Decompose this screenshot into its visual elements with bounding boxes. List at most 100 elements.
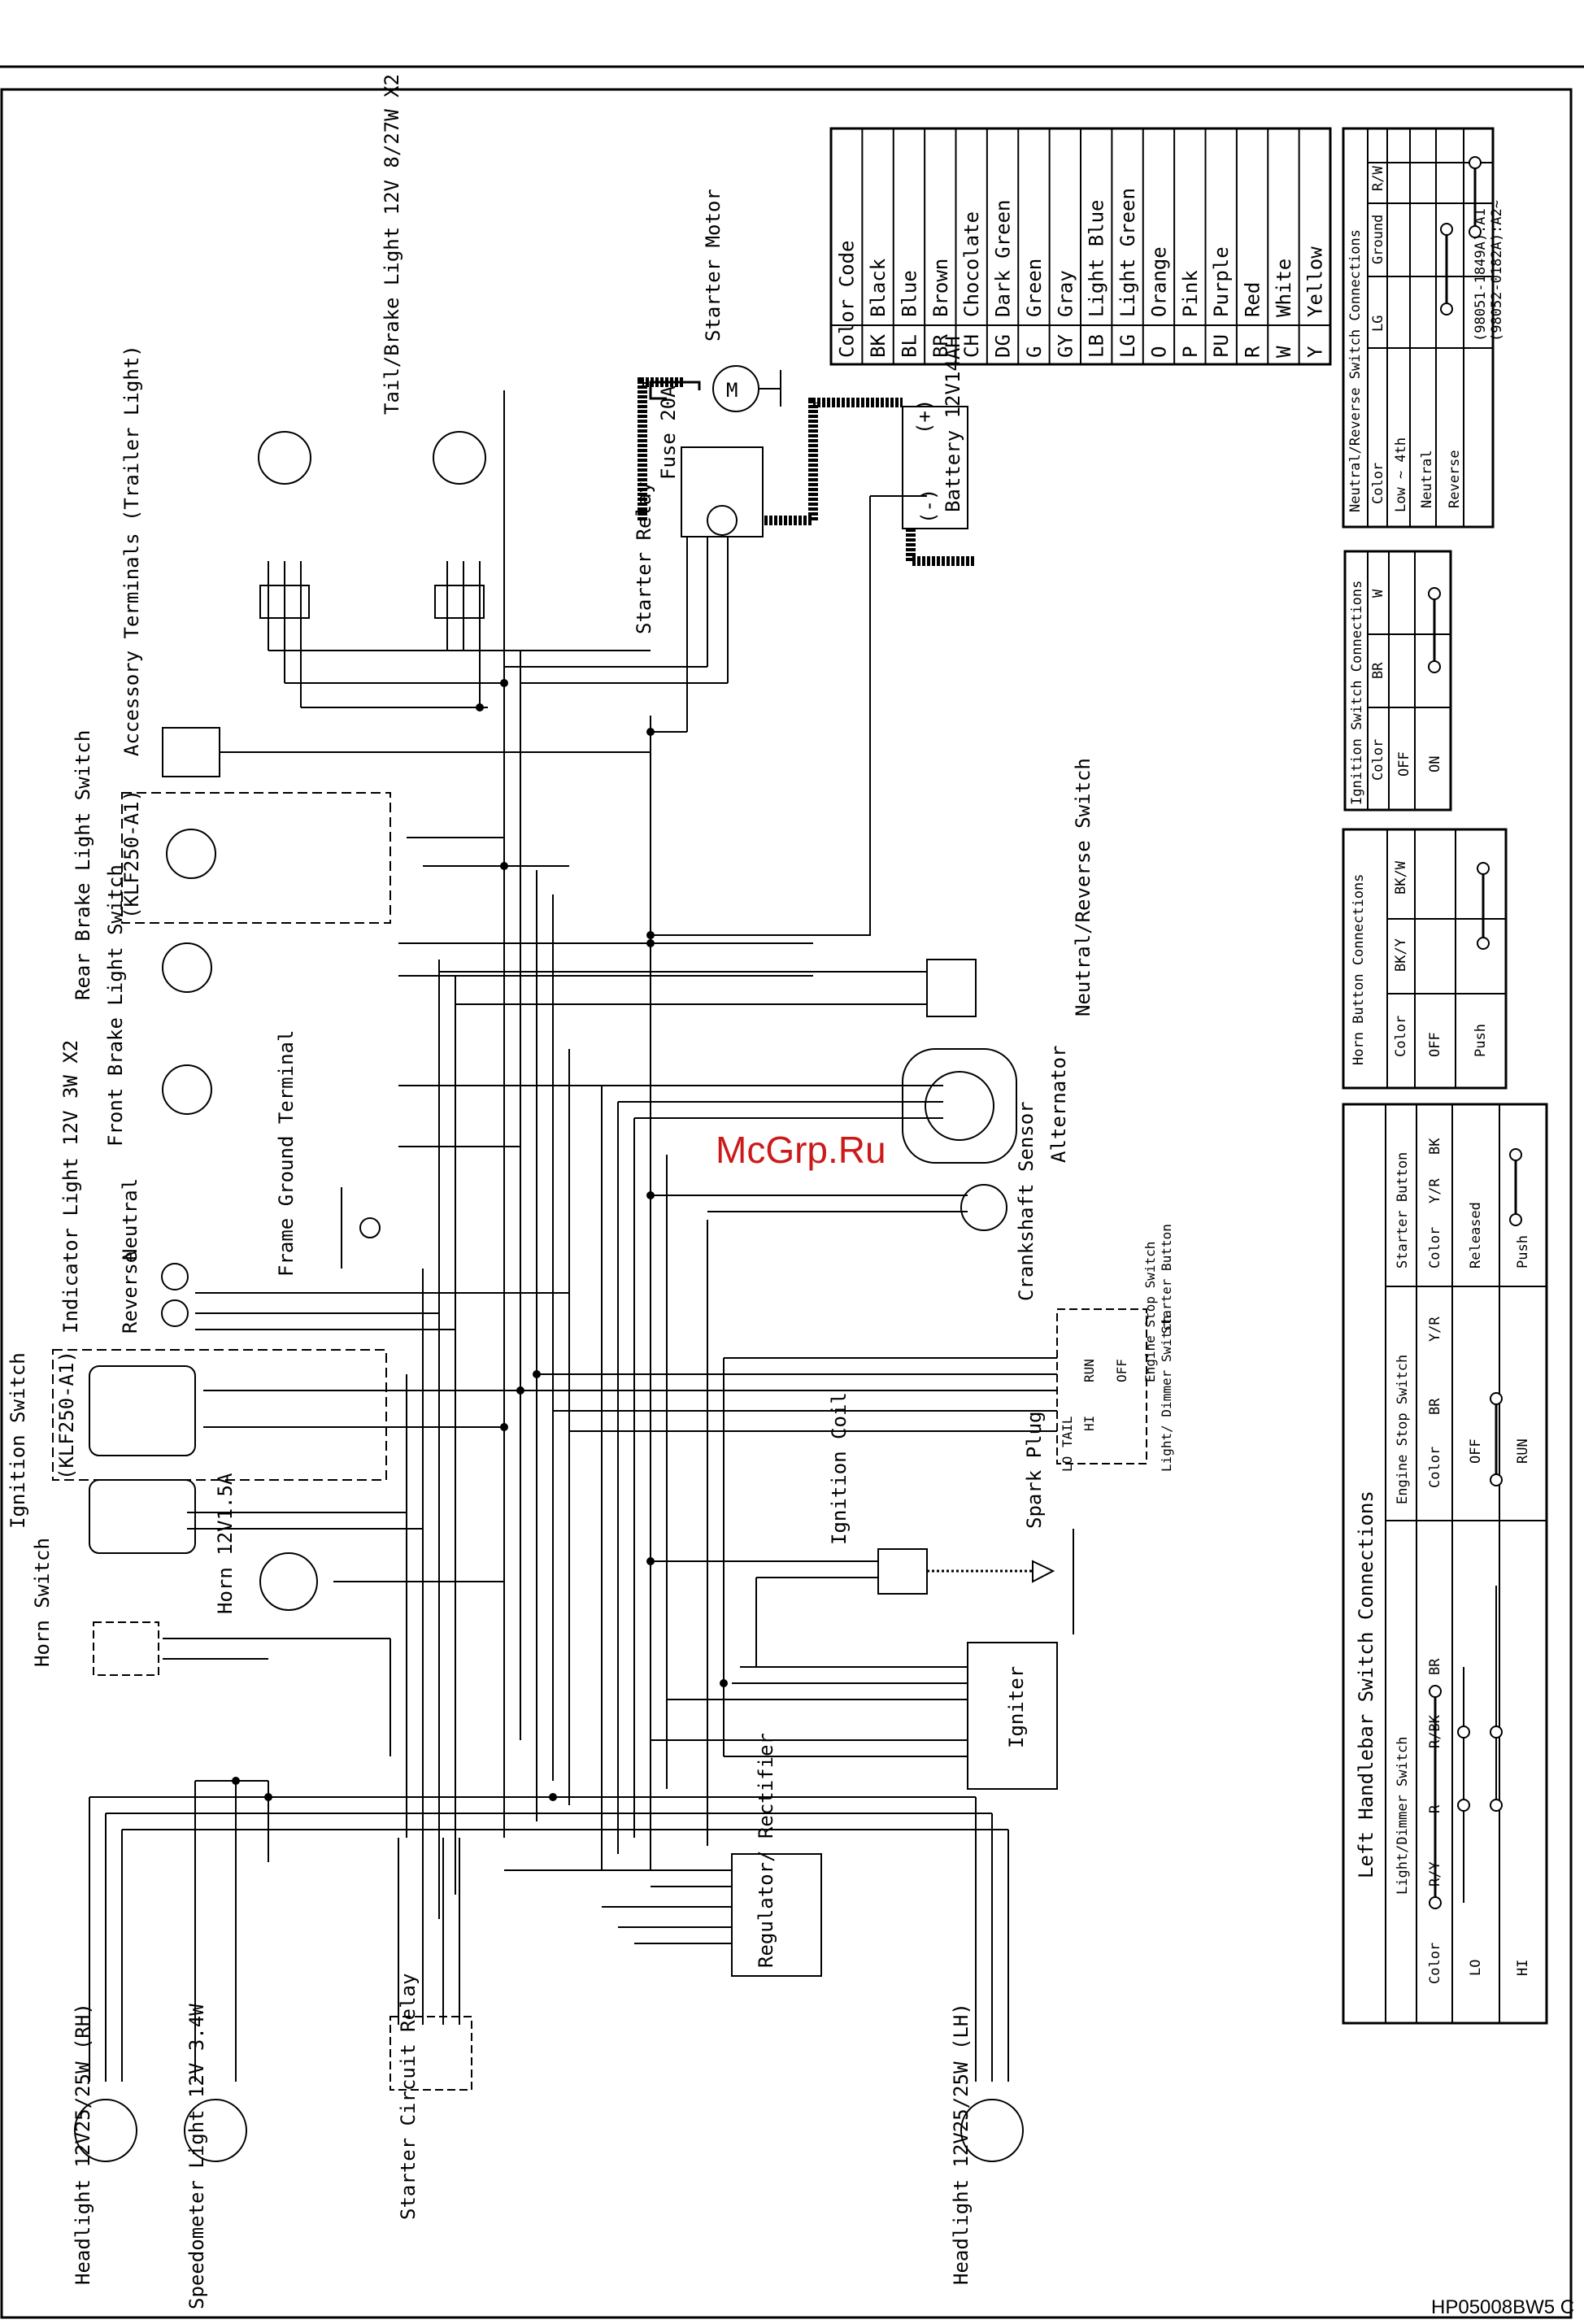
starter-circuit-relay: Starter Circuit Relay bbox=[389, 1974, 472, 2220]
ign-header-w: W bbox=[1370, 589, 1386, 598]
horn-switch-label: Horn Switch bbox=[31, 1538, 54, 1667]
front-brake-label: Front Brake Light Switch bbox=[104, 864, 127, 1147]
indicator-label: Indicator Light 12V 3W X2 bbox=[59, 1040, 82, 1334]
color-code-name: Brown bbox=[929, 259, 952, 317]
rear-brake-label: Rear Brake Light Switch bbox=[72, 730, 94, 1000]
color-code-abbr: GY bbox=[1054, 334, 1077, 358]
starter-button-label: Starter Button bbox=[1159, 1224, 1174, 1334]
lh-ld-row-hi: HI bbox=[1515, 1960, 1531, 1976]
horn-header-color: Color bbox=[1393, 1016, 1409, 1057]
ignition-switch: (KLF250-A1) Ignition Switch bbox=[7, 1349, 387, 1554]
color-code-name: Dark Green bbox=[992, 200, 1015, 318]
color-code-name: White bbox=[1273, 259, 1295, 317]
color-code-name: Light Blue bbox=[1086, 200, 1108, 318]
sw-off: OFF bbox=[1114, 1359, 1129, 1382]
power-cables bbox=[638, 377, 976, 566]
horn-button-table: Horn Button Connections Color BK/Y BK/W … bbox=[1342, 828, 1508, 1090]
engine-stop-label: Engine Stop Switch bbox=[1142, 1242, 1158, 1382]
color-code-abbr: R bbox=[1242, 346, 1264, 358]
motor-symbol: M bbox=[726, 379, 738, 402]
starter-motor-label: Starter Motor bbox=[702, 189, 725, 342]
rear-brake-switch: (KLF250-A1) Rear Brake Light Switch bbox=[72, 730, 391, 1000]
color-code-name: Chocolate bbox=[960, 211, 983, 317]
regulator-rectifier: Regulator/ Rectifier bbox=[731, 1733, 822, 1977]
lh-es-row-run: RUN bbox=[1515, 1438, 1531, 1464]
battery-label: Battery 12V14AH bbox=[942, 336, 964, 512]
rear-brake-klf: (KLF250-A1) bbox=[120, 790, 143, 919]
lh-table-title: Left Handlebar Switch Connections bbox=[1355, 1491, 1377, 1878]
lh-sb-title: Starter Button bbox=[1395, 1152, 1411, 1269]
accessory-terminals: Accessory Terminals (Trailer Light) bbox=[120, 345, 220, 777]
color-code-abbr: BK bbox=[867, 334, 890, 358]
speedometer-label: Speedometer Light 12V 3.4W bbox=[185, 2004, 208, 2309]
starter-motor: M Starter Motor bbox=[702, 189, 781, 412]
horn-table-title: Horn Button Connections bbox=[1351, 874, 1367, 1065]
fuse-label: Fuse 20A bbox=[657, 385, 680, 480]
neutral-reverse-switch: Neutral/Reverse Switch bbox=[926, 758, 1094, 1017]
frame-ground-label: Frame Ground Terminal bbox=[275, 1030, 298, 1277]
nr-note-1: (98051-1849A):A1 bbox=[1473, 208, 1489, 342]
page-frame bbox=[0, 88, 1573, 2319]
lh-sb-row-released: Released bbox=[1468, 1202, 1484, 1269]
ign-header-br: BR bbox=[1370, 662, 1386, 679]
speedometer-light: Speedometer Light 12V 3.4W bbox=[184, 2004, 247, 2309]
headlight-lh: Headlight 12V25/25W (LH) bbox=[950, 2003, 1024, 2285]
color-code-abbr: DG bbox=[992, 334, 1015, 358]
crankshaft-sensor: Crankshaft Sensor bbox=[960, 1101, 1038, 1301]
headlight-rh: Headlight 12V25/25W (RH) bbox=[72, 2003, 137, 2285]
lh-es-title: Engine Stop Switch bbox=[1395, 1355, 1411, 1504]
lh-ld-title: Light/Dimmer Switch bbox=[1395, 1737, 1411, 1895]
ignition-klf: (KLF250-A1) bbox=[55, 1351, 78, 1480]
horn-header-bky: BK/Y bbox=[1393, 938, 1409, 972]
color-code-abbr: Y bbox=[1303, 346, 1326, 358]
watermark: McGrp.Ru bbox=[716, 1129, 886, 1171]
color-code-abbr: W bbox=[1273, 346, 1295, 358]
sw-run: RUN bbox=[1081, 1359, 1097, 1382]
color-code-name: Yellow bbox=[1303, 246, 1326, 317]
frame-ground: Frame Ground Terminal bbox=[275, 1030, 381, 1277]
headlight-rh-label: Headlight 12V25/25W (RH) bbox=[72, 2003, 94, 2285]
ignition-coil: Ignition Coil bbox=[828, 1392, 1033, 1595]
ign-row-off: OFF bbox=[1396, 751, 1412, 777]
nr-table-title: Neutral/Reverse Switch Connections bbox=[1347, 229, 1364, 512]
alternator-label: Alternator bbox=[1047, 1046, 1070, 1164]
starter-relay: Starter Relay Fuse 20A bbox=[633, 385, 764, 634]
color-code-abbr: BR bbox=[929, 334, 952, 358]
nr-switch-label: Neutral/Reverse Switch bbox=[1072, 758, 1094, 1016]
horn-row-push: Push bbox=[1473, 1024, 1489, 1057]
nr-row-reverse: Reverse bbox=[1447, 450, 1463, 508]
igniter-label: Igniter bbox=[1005, 1666, 1028, 1748]
lh-sb-header: Color bbox=[1427, 1227, 1443, 1269]
nr-header-rw: R/W bbox=[1370, 166, 1386, 191]
accessory-label: Accessory Terminals (Trailer Light) bbox=[120, 345, 143, 756]
lh-es-header: Color bbox=[1427, 1447, 1443, 1488]
tail-brake-lights: Tail/Brake Light 12V 8/27W X2 bbox=[258, 74, 486, 619]
color-code-abbr: CH bbox=[960, 334, 983, 358]
color-code-name: Black bbox=[867, 258, 890, 317]
left-handlebar-table: Left Handlebar Switch Connections Light/… bbox=[1342, 1103, 1548, 2025]
ignition-coil-label: Ignition Coil bbox=[828, 1392, 851, 1545]
spark-plug-label: Spark Plug bbox=[1023, 1412, 1046, 1530]
lh-es-header: BR bbox=[1427, 1398, 1443, 1415]
light-dimmer-label: Light/ Dimmer Switch bbox=[1159, 1315, 1174, 1472]
color-code-abbr: G bbox=[1023, 346, 1046, 358]
ign-header-color: Color bbox=[1370, 739, 1386, 781]
color-code-name: Gray bbox=[1054, 270, 1077, 317]
lh-sb-row-push: Push bbox=[1515, 1235, 1531, 1269]
nr-header-ground: Ground bbox=[1370, 215, 1386, 264]
reverse-label: Reverse bbox=[119, 1251, 141, 1334]
nr-header-color: Color bbox=[1370, 463, 1386, 504]
wiring bbox=[89, 381, 1057, 2082]
color-code-abbr: LB bbox=[1086, 334, 1108, 358]
ignition-table: Ignition Switch Connections Color BR W O… bbox=[1343, 550, 1452, 812]
color-code-name: Light Green bbox=[1116, 188, 1139, 317]
lh-ld-header: Color bbox=[1427, 1943, 1443, 1984]
lh-ld-header: BR bbox=[1427, 1658, 1443, 1675]
ignition-label: Ignition Switch bbox=[7, 1352, 29, 1529]
color-code-name: Green bbox=[1023, 259, 1046, 317]
horn-row-off: OFF bbox=[1427, 1032, 1443, 1057]
tail-brake-label: Tail/Brake Light 12V 8/27W X2 bbox=[381, 74, 403, 415]
horn-header-bkw: BK/W bbox=[1393, 860, 1409, 894]
headlight-lh-label: Headlight 12V25/25W (LH) bbox=[950, 2003, 973, 2285]
